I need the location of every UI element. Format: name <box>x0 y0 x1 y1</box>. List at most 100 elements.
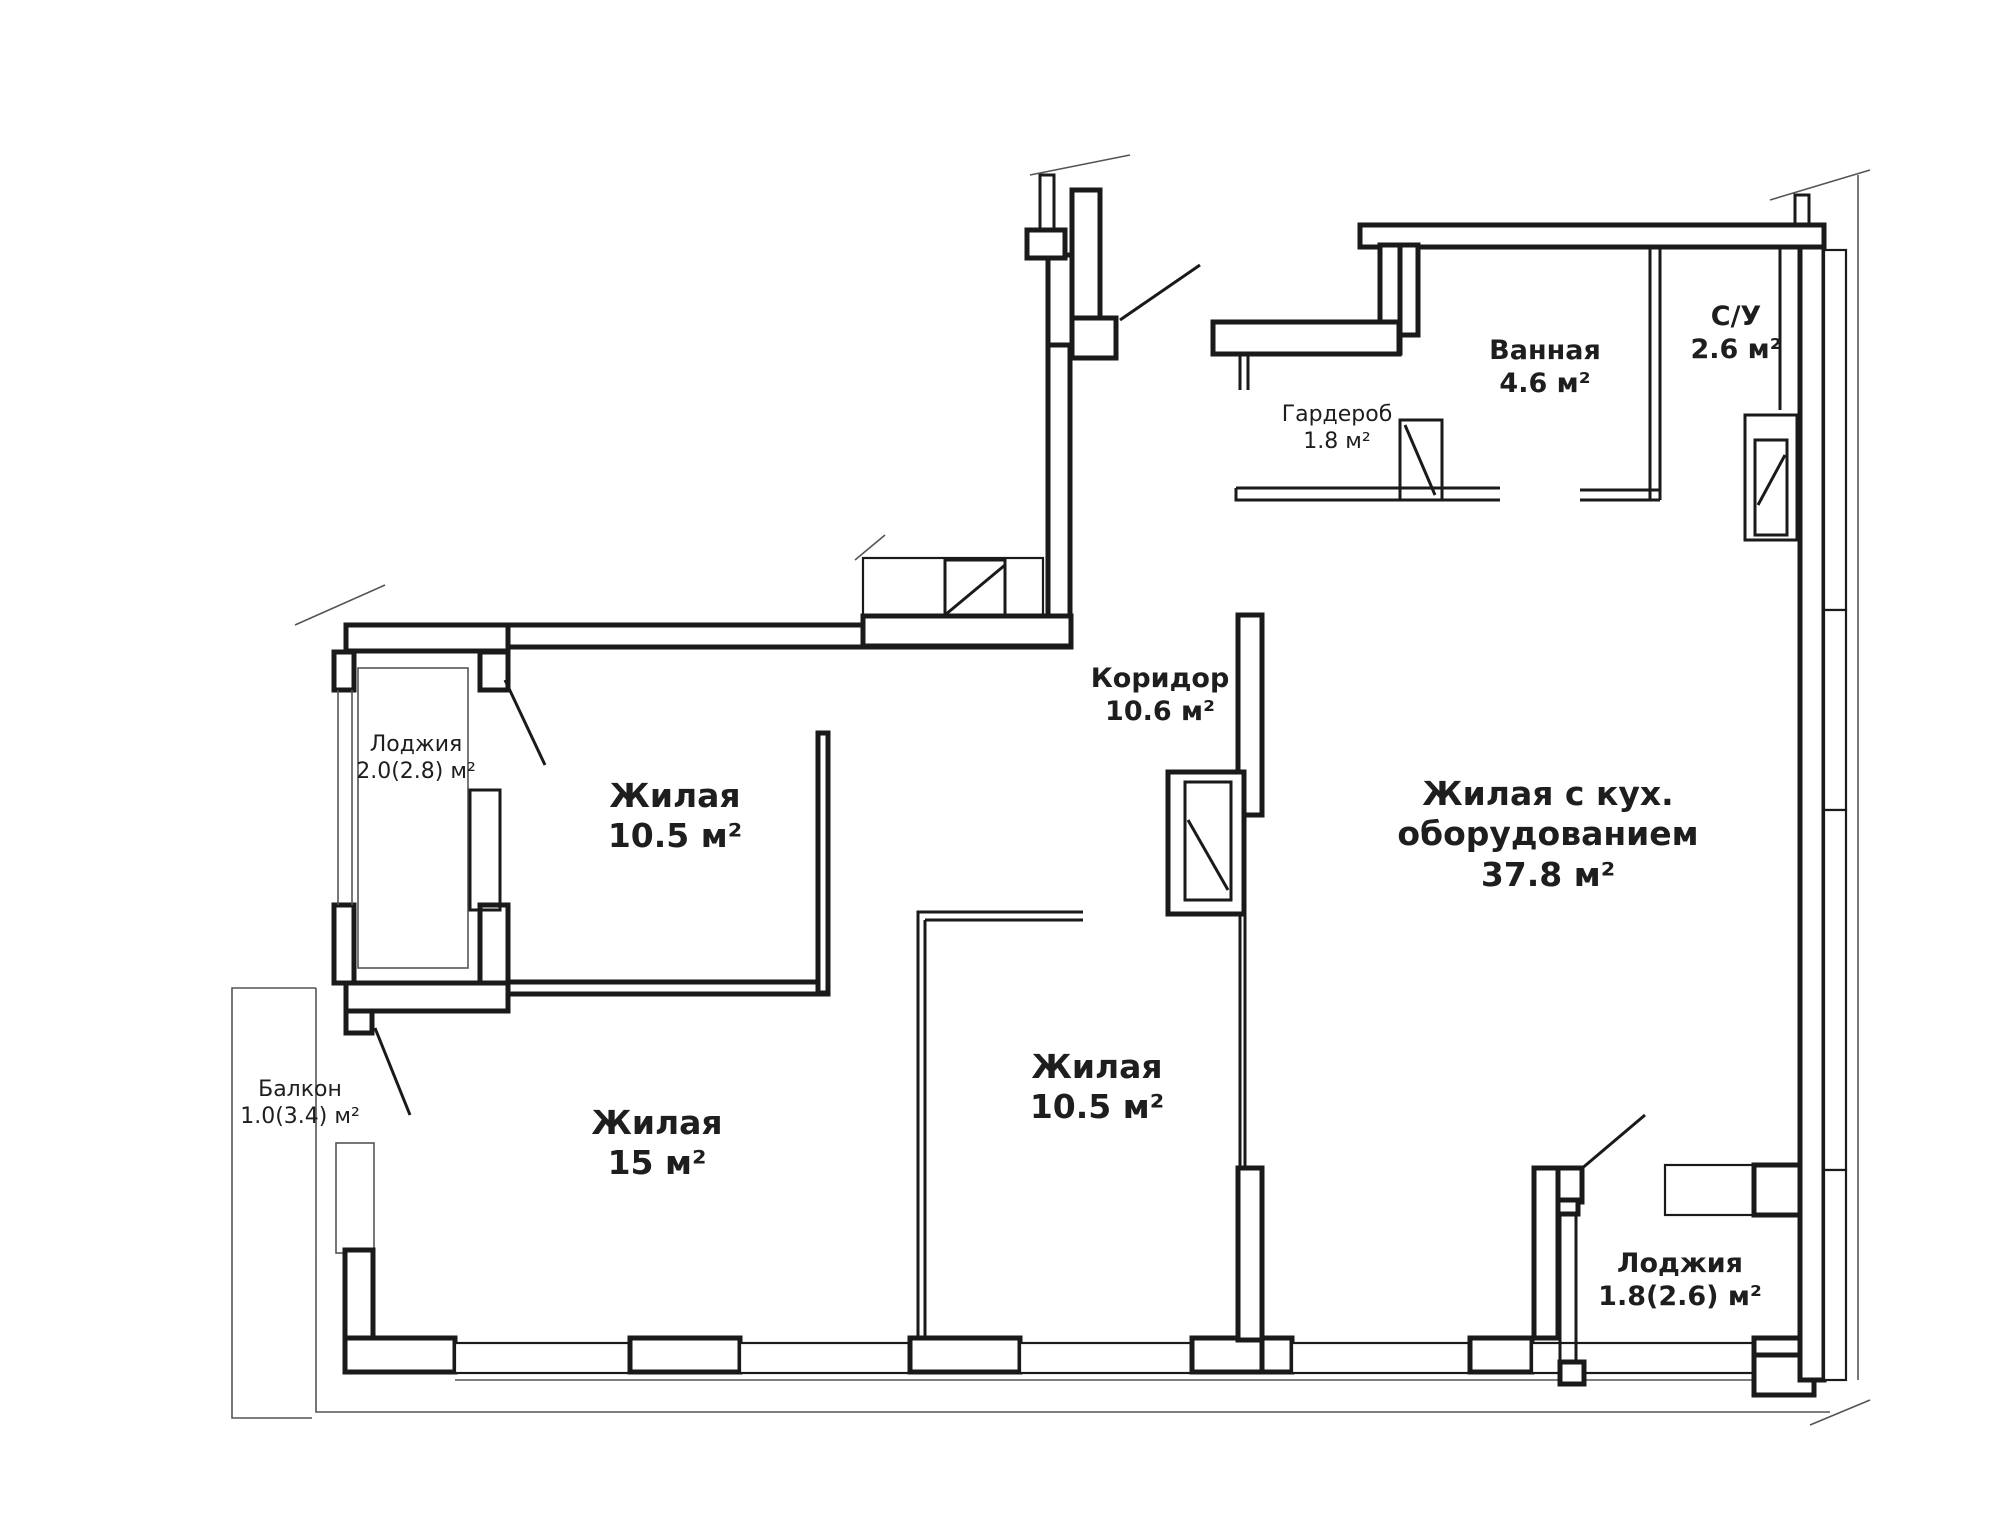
window-right-2 <box>1822 608 1848 812</box>
walls <box>231 154 1871 1426</box>
wall-partition-mid <box>916 910 1083 1340</box>
room-name: Лоджия <box>1617 1248 1743 1279</box>
window-bottom-1 <box>453 1341 632 1375</box>
window-right-3 <box>1822 808 1848 1172</box>
right-outer-line-top <box>1769 169 1871 201</box>
room-name: Жилая <box>609 776 741 815</box>
room-name: Лоджия <box>369 732 463 757</box>
room-wardrobe: Гардероб 1.8 м² <box>1282 402 1393 456</box>
window-bottom-5 <box>1530 1341 1756 1375</box>
wc-fixture-inner <box>1753 438 1789 537</box>
loggia-left-door <box>503 679 547 766</box>
loggia-right-pier-bot <box>1557 1359 1587 1387</box>
shaft-diagonal <box>1186 819 1230 891</box>
loggia-left-pier-top-r <box>477 649 511 693</box>
room-wc: С/У 2.6 м² <box>1690 301 1781 367</box>
room-living-kitchen: Жилая с кух. оборудованием 37.8 м² <box>1397 774 1698 895</box>
window-bottom-3 <box>1018 1341 1194 1375</box>
room-name: С/У <box>1710 301 1762 332</box>
window-right-1 <box>1822 248 1848 612</box>
room-balcony: Балкон 1.0(3.4) м² <box>240 1077 360 1131</box>
wall-wardrobe-top <box>1210 319 1402 357</box>
wall-bottom-1 <box>342 1335 458 1375</box>
room-area: 10.5 м² <box>1029 1087 1165 1127</box>
balcony-outline <box>231 987 316 1419</box>
window-top-frame <box>943 558 1007 617</box>
wall-tower-top <box>1045 252 1075 348</box>
room-area: 10.5 м² <box>607 816 743 856</box>
wall-tower <box>1045 337 1073 633</box>
wall-bottom-3 <box>907 1335 1023 1375</box>
tower-outer <box>1029 154 1131 176</box>
room-corridor: Коридор 10.6 м² <box>1091 663 1230 729</box>
wall-bottom-6 <box>1467 1335 1535 1375</box>
room-living-c: Жилая 10.5 м² <box>1030 1047 1164 1128</box>
wall-tower-cap <box>1024 227 1068 261</box>
room-area: 15 м² <box>607 1143 707 1183</box>
loggia-left-pier-top <box>331 649 357 693</box>
room-name-line2: оборудованием <box>1397 814 1699 854</box>
wall-top-left-pier <box>343 622 511 654</box>
wall-left-bottom-pier <box>342 1247 376 1343</box>
shaft-outer <box>1165 769 1247 917</box>
wall-bottom-5 <box>1259 1335 1295 1375</box>
loggia-left-window <box>468 788 502 912</box>
room-bathroom: Ванная 4.6 м² <box>1489 335 1601 401</box>
room-area: 4.6 м² <box>1499 367 1591 399</box>
room-area: 1.0(3.4) м² <box>240 1103 360 1129</box>
wall-partition-left <box>505 979 831 997</box>
room-area: 2.0(2.8) м² <box>356 758 476 784</box>
balcony-door <box>373 1027 412 1116</box>
room-name-line1: Жилая с кух. <box>1422 774 1674 813</box>
loggia-right-door <box>1579 1113 1646 1172</box>
window-top <box>861 556 1045 622</box>
bath-door-diag <box>1403 424 1437 496</box>
entry-pier <box>1793 193 1811 227</box>
room-area: 1.8(2.6) м² <box>1598 1280 1762 1312</box>
window-bottom-2 <box>738 1341 912 1375</box>
wall-bath-bottom <box>1234 488 1500 502</box>
loggia-left-inner <box>357 667 469 969</box>
window-top-outer <box>854 534 886 561</box>
room-loggia-left: Лоджия 2.0(2.8) м² <box>356 732 476 786</box>
room-name: Балкон <box>258 1077 342 1102</box>
wall-bottom-2 <box>627 1335 743 1375</box>
loggia-right-window <box>1663 1163 1759 1217</box>
wall-tower-block <box>1069 187 1103 323</box>
room-loggia-right: Лоджия 1.8(2.6) м² <box>1598 1248 1762 1314</box>
wall-living-a-right <box>815 730 831 996</box>
room-name: Коридор <box>1090 663 1230 694</box>
wall-living-c-right <box>1235 1165 1265 1343</box>
room-area: 2.6 м² <box>1690 333 1782 365</box>
balcony-window-frame <box>335 1142 375 1254</box>
room-name: Ванная <box>1489 335 1601 366</box>
loggia-right-pier <box>1531 1165 1561 1341</box>
right-outer-line-bottom <box>1809 1399 1871 1426</box>
wall-left-outer-bottom <box>315 1255 348 1413</box>
wall-bottom-4 <box>1189 1335 1265 1375</box>
wall-tower-jamb <box>1038 173 1056 232</box>
shaft-inner <box>1183 780 1233 902</box>
room-name: Гардероб <box>1281 402 1393 427</box>
window-right-4 <box>1822 1168 1848 1382</box>
entry-door <box>1119 263 1201 322</box>
window-top-diagonal <box>944 563 1006 617</box>
wall-bath-inner <box>1397 242 1421 338</box>
room-living-a: Жилая 10.5 м² <box>608 776 742 857</box>
room-area: 1.8 м² <box>1303 428 1371 454</box>
wall-right-outer <box>1797 237 1827 1383</box>
loggia-right-pier-top <box>1555 1165 1585 1205</box>
room-area: 37.8 м² <box>1480 854 1616 894</box>
room-living-b: Жилая 15 м² <box>591 1103 722 1184</box>
loggia-left-pier-bot-r <box>477 902 511 986</box>
wall-tower-block2 <box>1069 315 1119 361</box>
loggia-right-pier-mid <box>1555 1197 1581 1217</box>
wc-fixture-diag <box>1756 454 1787 506</box>
room-name: Жилая <box>591 1103 723 1142</box>
balcony-pier <box>343 1008 375 1036</box>
loggia-left-outer <box>294 584 386 626</box>
loggia-left-pier-bot <box>331 902 357 986</box>
wc-fixture <box>1743 413 1799 542</box>
window-bottom-4 <box>1290 1341 1472 1375</box>
